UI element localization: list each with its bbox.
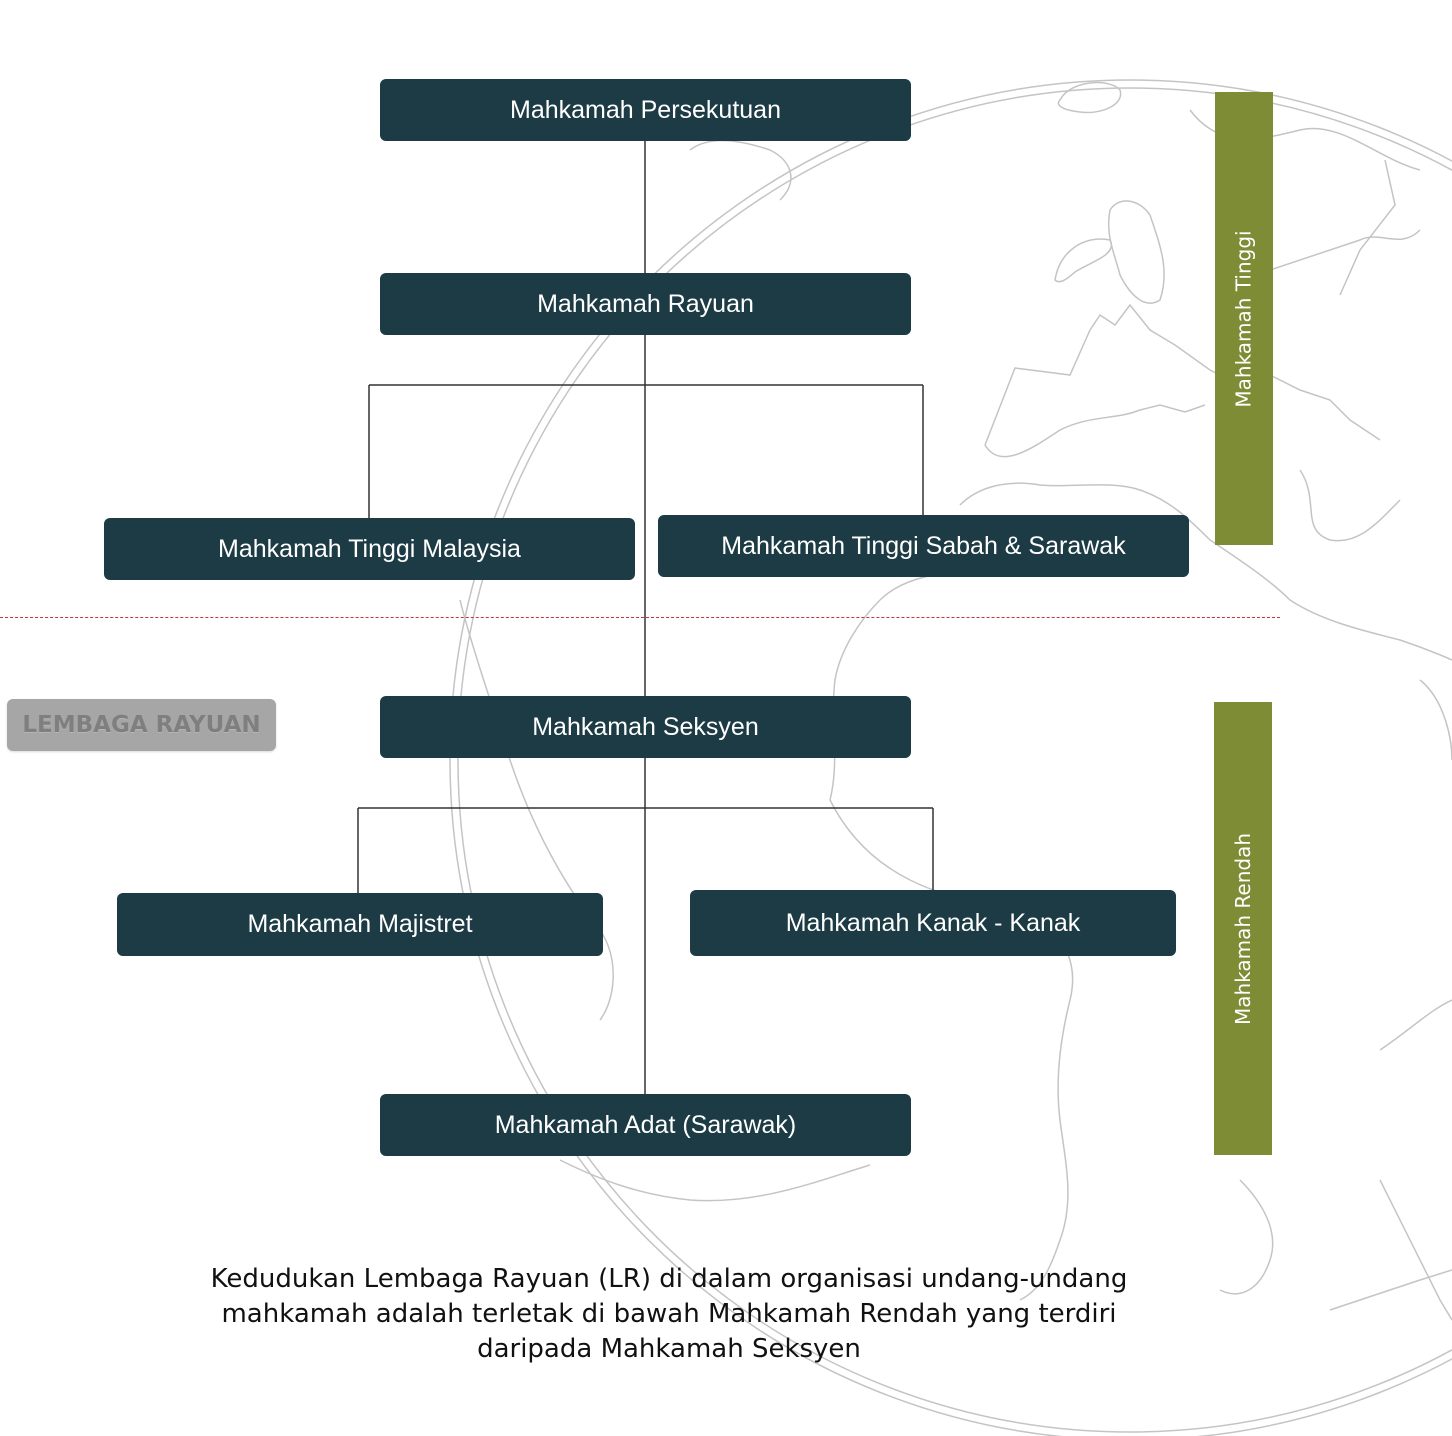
node-label: Mahkamah Adat (Sarawak) bbox=[494, 1110, 797, 1139]
node-mahkamah-kanak-kanak: Mahkamah Kanak - Kanak bbox=[690, 890, 1176, 956]
lembaga-rayuan-badge: LEMBAGA RAYUAN bbox=[7, 699, 276, 751]
node-mahkamah-majistret: Mahkamah Majistret bbox=[117, 893, 603, 956]
band-label: Mahkamah Tinggi bbox=[1232, 229, 1257, 408]
band-label: Mahkamah Rendah bbox=[1231, 832, 1255, 1025]
band-mahkamah-rendah: Mahkamah Rendah bbox=[1214, 702, 1272, 1155]
caption-text: Kedudukan Lembaga Rayuan (LR) di dalam o… bbox=[210, 1264, 1128, 1364]
node-label: Mahkamah Tinggi Sabah & Sarawak bbox=[721, 531, 1126, 560]
badge-label: LEMBAGA RAYUAN bbox=[22, 712, 261, 738]
node-label: Mahkamah Seksyen bbox=[532, 712, 759, 741]
node-label: Mahkamah Persekutuan bbox=[510, 95, 781, 124]
node-label: Mahkamah Majistret bbox=[247, 910, 473, 938]
node-label: Mahkamah Kanak - Kanak bbox=[785, 908, 1081, 937]
tier-divider-line bbox=[0, 617, 1280, 618]
node-label: Mahkamah Rayuan bbox=[537, 289, 754, 318]
node-mahkamah-tinggi-malaysia: Mahkamah Tinggi Malaysia bbox=[104, 518, 635, 580]
node-mahkamah-tinggi-sabah-sarawak: Mahkamah Tinggi Sabah & Sarawak bbox=[658, 515, 1189, 577]
band-mahkamah-tinggi: Mahkamah Tinggi bbox=[1215, 92, 1273, 545]
node-mahkamah-persekutuan: Mahkamah Persekutuan bbox=[380, 79, 911, 141]
node-mahkamah-adat-sarawak: Mahkamah Adat (Sarawak) bbox=[380, 1094, 911, 1156]
node-mahkamah-seksyen: Mahkamah Seksyen bbox=[380, 696, 911, 758]
node-mahkamah-rayuan: Mahkamah Rayuan bbox=[380, 273, 911, 335]
node-label: Mahkamah Tinggi Malaysia bbox=[218, 534, 521, 563]
